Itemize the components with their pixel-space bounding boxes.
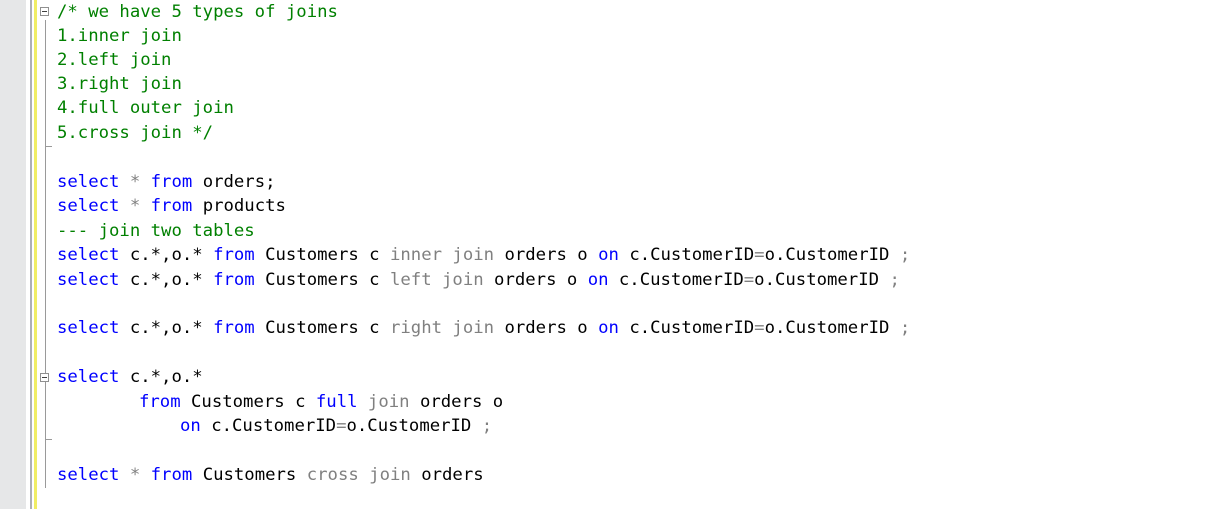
identifier: orders o	[419, 392, 504, 412]
identifier: orders o	[504, 318, 588, 338]
keyword-select: select	[57, 367, 120, 387]
keyword-select: select	[57, 318, 120, 338]
operator-eq: =	[743, 270, 755, 290]
operator-semicolon: ;	[899, 318, 911, 338]
keyword-select: select	[57, 196, 120, 216]
keyword-join-type: cross	[306, 465, 359, 485]
identifier: c.CustomerID	[629, 245, 755, 265]
identifier: c.*,o.*	[129, 245, 203, 265]
operator-star: *	[129, 196, 141, 216]
identifier: Customers c	[265, 270, 380, 290]
change-tracking-bar	[34, 0, 37, 509]
identifier: c.CustomerID	[629, 318, 755, 338]
operator-eq: =	[754, 318, 765, 338]
code-line-11: select c.*,o.* from Customers c inner jo…	[57, 243, 910, 267]
identifier: c.CustomerID	[211, 416, 337, 436]
outline-end-comment	[45, 146, 52, 147]
keyword-on: on	[180, 416, 201, 436]
keyword-join: join	[442, 270, 484, 290]
collapse-comment-icon[interactable]	[40, 7, 49, 16]
identifier: o.CustomerID	[346, 416, 472, 436]
keyword-join: join	[369, 465, 411, 485]
identifier: Customers	[202, 465, 297, 485]
keyword-join-type: left	[389, 270, 432, 290]
operator-semicolon: ;	[899, 245, 911, 265]
code-line-12: select c.*,o.* from Customers c left joi…	[57, 268, 900, 292]
identifier: Customers c	[191, 392, 306, 412]
keyword-join: join	[452, 318, 495, 338]
keyword-from: from	[150, 196, 193, 216]
code-line-4: 3.right join	[57, 72, 182, 96]
keyword-on: on	[598, 245, 619, 265]
code-line-1: /* we have 5 types of joins	[57, 0, 338, 24]
keyword-select: select	[57, 172, 120, 192]
keyword-from: from	[213, 270, 255, 290]
operator-eq: =	[754, 245, 765, 265]
keyword-join-type: right	[389, 318, 443, 338]
outline-line	[45, 20, 46, 488]
comment-text: 5.cross join */	[57, 123, 214, 143]
identifier: o.CustomerID	[764, 318, 890, 338]
identifier: c.*,o.*	[129, 270, 203, 290]
identifier: orders o	[504, 245, 588, 265]
code-line-3: 2.left join	[57, 48, 171, 72]
code-line-20: select * from Customers cross join order…	[57, 463, 484, 487]
comment-text: 1.inner join	[57, 26, 182, 46]
keyword-select: select	[57, 270, 120, 290]
identifier: o.CustomerID	[754, 270, 880, 290]
editor-margin-rule	[30, 0, 32, 509]
keyword-join-type: full	[315, 392, 358, 412]
identifier: c.CustomerID	[618, 270, 744, 290]
comment-text: --- join two tables	[57, 221, 255, 241]
keyword-from: from	[150, 172, 193, 192]
code-line-18: on c.CustomerID=o.CustomerID ;	[180, 414, 492, 438]
identifier: Customers c	[265, 318, 380, 338]
code-line-16: select c.*,o.*	[57, 365, 203, 389]
keyword-select: select	[57, 465, 120, 485]
keyword-from: from	[213, 245, 255, 265]
code-line-8: select * from orders;	[57, 170, 276, 194]
keyword-join-type: inner	[389, 245, 443, 265]
editor-left-margin	[0, 0, 26, 509]
code-line-5: 4.full outer join	[57, 96, 234, 120]
identifier: Customers c	[265, 245, 380, 265]
keyword-from: from	[213, 318, 255, 338]
keyword-join: join	[452, 245, 495, 265]
comment-text: 4.full outer join	[57, 98, 234, 118]
operator-star: *	[129, 465, 141, 485]
keyword-on: on	[587, 270, 609, 290]
keyword-from: from	[150, 465, 193, 485]
keyword-from: from	[139, 392, 181, 412]
identifier: c.*,o.*	[129, 367, 203, 387]
code-line-14: select c.*,o.* from Customers c right jo…	[57, 316, 910, 340]
keyword-on: on	[598, 318, 619, 338]
identifier: orders;	[202, 172, 276, 192]
identifier: orders o	[494, 270, 578, 290]
outline-end-query	[45, 439, 52, 440]
comment-text: 2.left join	[57, 50, 172, 70]
identifier: o.CustomerID	[764, 245, 890, 265]
collapse-query-icon[interactable]	[40, 373, 49, 382]
operator-eq: =	[336, 416, 347, 436]
code-line-2: 1.inner join	[57, 24, 182, 48]
operator-semicolon: ;	[481, 416, 493, 436]
identifier: c.*,o.*	[129, 318, 203, 338]
keyword-join: join	[367, 392, 410, 412]
code-line-6: 5.cross join */	[57, 121, 213, 145]
operator-star: *	[129, 172, 141, 192]
comment-text: 3.right join	[57, 74, 182, 94]
code-line-10: --- join two tables	[57, 219, 255, 243]
comment-text: /* we have 5 types of joins	[57, 2, 338, 22]
code-line-17: from Customers c full join orders o	[139, 390, 503, 414]
code-line-9: select * from products	[57, 194, 286, 218]
operator-semicolon: ;	[889, 270, 900, 290]
keyword-select: select	[57, 245, 120, 265]
identifier: orders	[421, 465, 484, 485]
identifier: products	[202, 196, 286, 216]
